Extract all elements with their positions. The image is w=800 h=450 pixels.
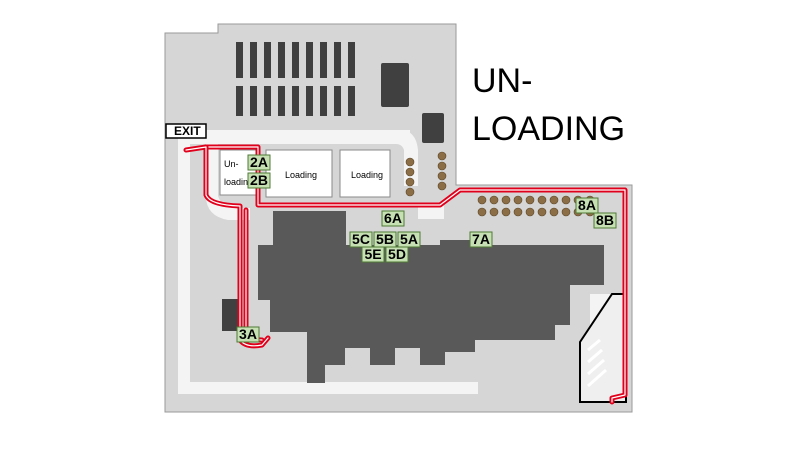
zone-label-5a: 5A xyxy=(400,231,418,247)
zone-tag-5e xyxy=(361,246,385,263)
zone-label-2a: 2A xyxy=(250,154,268,170)
zone-label-3a: 3A xyxy=(239,326,257,342)
zone-tag-8b xyxy=(593,212,617,229)
unloading-dock-label-1: Un- xyxy=(224,159,239,169)
zone-tag-7a xyxy=(469,231,493,248)
zone-tag-2b xyxy=(247,172,271,189)
building-annex xyxy=(273,211,346,245)
exit-label: EXIT xyxy=(174,124,201,138)
main-building xyxy=(258,240,604,383)
zone-label-5b: 5B xyxy=(376,231,394,247)
zone-tag-5b xyxy=(373,231,397,248)
storage-block-1 xyxy=(381,63,409,107)
loading-dock-1-label: Loading xyxy=(285,170,317,180)
zone-label-6a: 6A xyxy=(384,210,402,226)
zone-tag-8a xyxy=(575,197,599,214)
title-line-2: LOADING xyxy=(472,110,625,148)
zone-tag-2a xyxy=(247,154,271,171)
zone-label-5e: 5E xyxy=(364,246,381,262)
zone-label-7a: 7A xyxy=(472,231,490,247)
zone-label-2b: 2B xyxy=(250,172,268,188)
title-line-1: UN- xyxy=(472,62,532,100)
zone-tag-3a xyxy=(236,326,260,343)
parking-lot xyxy=(236,42,355,116)
storage-block-2 xyxy=(422,113,444,143)
zone-tag-5a xyxy=(397,231,421,248)
unloading-dock-label-2: loading xyxy=(224,177,253,187)
small-outbuilding xyxy=(222,299,238,331)
loading-dock-2 xyxy=(339,149,391,198)
zone-label-8a: 8A xyxy=(578,197,596,213)
zone-tag-6a xyxy=(381,210,405,227)
zone-tag-5d xyxy=(385,246,409,263)
exit-sign xyxy=(165,123,207,139)
loading-dock-2-label: Loading xyxy=(351,170,383,180)
zone-tag-5c xyxy=(349,231,373,248)
zone-label-5d: 5D xyxy=(388,246,406,262)
zone-label-8b: 8B xyxy=(596,212,614,228)
zone-label-5c: 5C xyxy=(352,231,370,247)
